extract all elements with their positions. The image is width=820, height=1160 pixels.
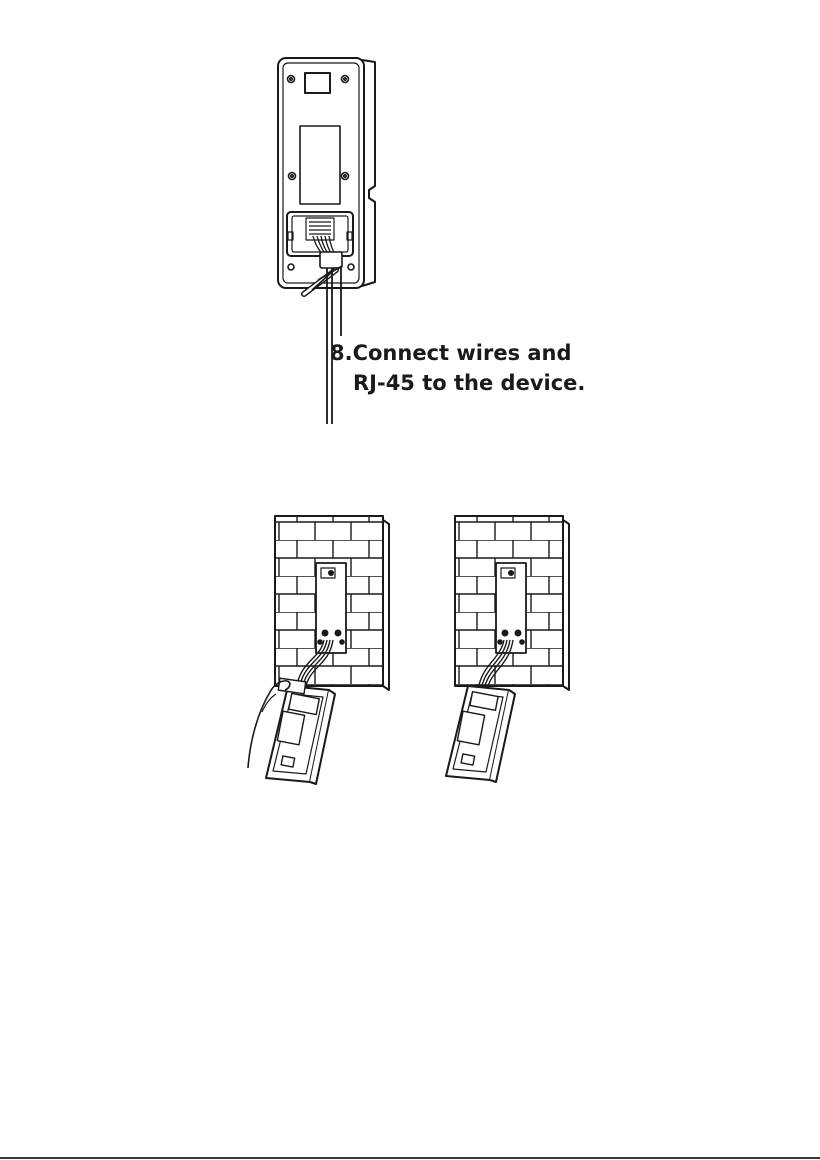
mounting-figure-right	[446, 516, 569, 782]
device-right	[446, 686, 515, 782]
step-line-1: 8.Connect wires and	[330, 341, 572, 365]
device-left	[266, 678, 335, 784]
page-bottom-rule	[0, 1157, 820, 1159]
step-instruction: 8.Connect wires and RJ-45 to the device.	[330, 338, 590, 398]
mounting-figure-left	[248, 516, 389, 784]
step-line-2: RJ-45 to the device.	[330, 368, 590, 398]
